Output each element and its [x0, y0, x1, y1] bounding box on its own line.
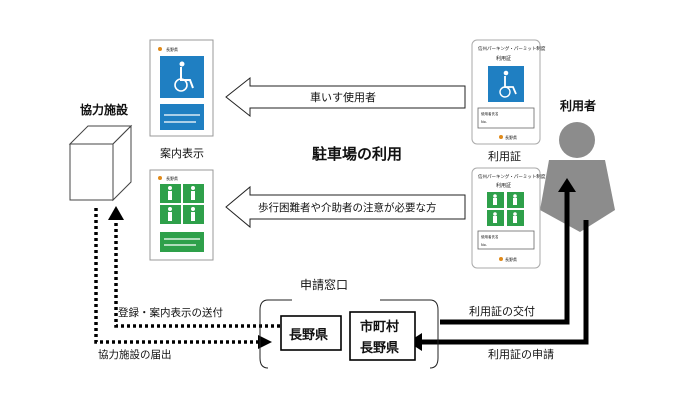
arrow-other: 歩行困難者や介助者の注意が必要な方 — [225, 185, 466, 229]
user-silhouette-icon — [540, 122, 615, 232]
arrow-notify-line — [94, 208, 258, 344]
arrow-wheelchair: 車いす使用者 — [225, 76, 466, 118]
wheelchair-icon — [174, 61, 194, 92]
arrow-notify-label: 協力施設の届出 — [98, 348, 172, 361]
arrow-issue-head — [558, 178, 576, 192]
arrow-register-label: 登録・案内表示の送付 — [118, 306, 223, 319]
sign-card-other: 長野県 — [149, 169, 214, 261]
sign-card-wheelchair: 長野県 — [149, 39, 214, 137]
permit-name-field: 使用者氏名 — [481, 111, 499, 116]
application-window-bracket — [259, 299, 439, 369]
arrow-notify-head — [258, 335, 272, 349]
permit-name-field-2: 使用者氏名 — [481, 234, 499, 239]
pref-box-label: 長野県 — [289, 328, 328, 343]
arrow-apply-line — [420, 220, 589, 345]
permit-header-text-2: 信州パーキング・パーミット制度 — [478, 173, 546, 180]
sign-brand-text: 長野県 — [166, 46, 178, 52]
sign-brand-text-2: 長野県 — [166, 175, 178, 181]
permit-card-wheelchair: 信州パーキング・パーミット制度 利用証 使用者氏名 No. 長野県 — [471, 39, 546, 145]
permit-header-text: 信州パーキング・パーミット制度 — [478, 45, 546, 52]
diagram-title: 駐車場の利用 — [312, 145, 402, 163]
arrow-register-head — [108, 206, 124, 220]
sign-caption: 案内表示 — [160, 146, 204, 160]
permit-title-text: 利用証 — [496, 55, 511, 62]
person-figure-icons-permit — [493, 194, 517, 223]
facility-cube-icon — [68, 124, 133, 202]
wheelchair-icon-permit — [499, 70, 517, 98]
arrow-issue-line — [440, 188, 570, 325]
arrow-issue-label: 利用証の交付 — [469, 304, 535, 318]
permit-no-field-2: No. — [481, 243, 487, 247]
city-box-line2: 長野県 — [360, 341, 399, 356]
permit-brand-text: 長野県 — [505, 134, 517, 140]
arrow-register-line — [114, 218, 280, 328]
permit-brand-text-2: 長野県 — [505, 256, 517, 262]
permit-caption: 利用証 — [488, 150, 521, 163]
pref-box — [280, 315, 342, 351]
city-box — [349, 311, 416, 361]
permit-title-text-2: 利用証 — [496, 182, 511, 189]
permit-card-other: 信州パーキング・パーミット制度 利用証 使用者氏名 No. 長野県 — [471, 167, 546, 269]
arrow-apply-label: 利用証の申請 — [488, 347, 554, 361]
facility-label: 協力施設 — [80, 102, 129, 117]
person-figure-icons — [168, 186, 195, 221]
arrow-other-label: 歩行困難者や介助者の注意が必要な方 — [258, 201, 437, 214]
application-window-label: 申請窓口 — [300, 277, 348, 292]
user-label: 利用者 — [560, 98, 596, 113]
permit-no-field: No. — [481, 120, 487, 124]
city-box-line1: 市町村 — [360, 319, 399, 335]
arrow-wheelchair-label: 車いす使用者 — [310, 90, 376, 104]
